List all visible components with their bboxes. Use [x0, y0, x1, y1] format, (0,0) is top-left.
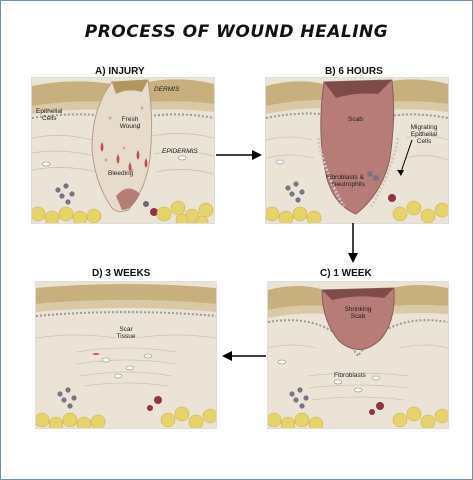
panel-a-label: A) INJURY — [95, 66, 145, 77]
label-epidermis: EPIDERMIS — [162, 148, 198, 155]
label-bleeding: Bleeding — [108, 170, 134, 177]
label-fresh-wound-2: Wound — [119, 123, 141, 130]
panel-b-illustration — [266, 78, 448, 223]
panel-c-1-week: Shrinking Scab Fibroblasts — [268, 282, 448, 428]
figure-title: PROCESS OF WOUND HEALING — [84, 22, 389, 42]
label-epithelial-cells-1: Epithelial — [36, 108, 63, 115]
panel-d-label: D) 3 WEEKS — [92, 268, 151, 279]
arrow-left-icon — [222, 351, 266, 361]
label-migrating-3: Cells — [416, 138, 432, 145]
label-migrating-1: Migrating — [410, 124, 438, 131]
label-fibroblasts-2: Neutrophils — [332, 181, 365, 188]
panel-b-label: B) 6 HOURS — [325, 66, 383, 77]
label-fibroblasts-1: Fibroblasts & — [326, 174, 364, 181]
panel-d-3-weeks: Scar Tissue — [36, 282, 216, 428]
label-fibroblasts: Fibroblasts — [334, 372, 366, 379]
label-scar-tissue-1: Scar — [119, 326, 133, 333]
label-scab: Scab — [348, 116, 363, 123]
pointer-arrow-icon — [397, 139, 413, 176]
panel-c-label: C) 1 WEEK — [320, 268, 372, 279]
panel-c-illustration — [268, 282, 448, 428]
panel-a-illustration — [32, 78, 214, 223]
label-dermis: DERMIS — [154, 86, 180, 93]
label-scar-tissue-2: Tissue — [116, 333, 136, 340]
label-shrinking-scab-2: Scab — [350, 313, 366, 320]
arrow-down-icon — [348, 223, 358, 263]
arrow-right-icon — [216, 150, 262, 160]
panel-d-illustration — [36, 282, 216, 428]
label-shrinking-scab-1: Shrinking — [344, 306, 372, 313]
panel-a-injury: DERMIS Epithelial Cells Fresh Wound Blee… — [32, 78, 214, 223]
label-fresh-wound-1: Fresh — [121, 116, 139, 123]
label-migrating-2: Epithelial — [410, 131, 438, 138]
panel-b-6-hours: Scab Migrating Epithelial Cells Fibrobla… — [266, 78, 448, 223]
label-epithelial-cells-2: Cells — [42, 115, 57, 122]
